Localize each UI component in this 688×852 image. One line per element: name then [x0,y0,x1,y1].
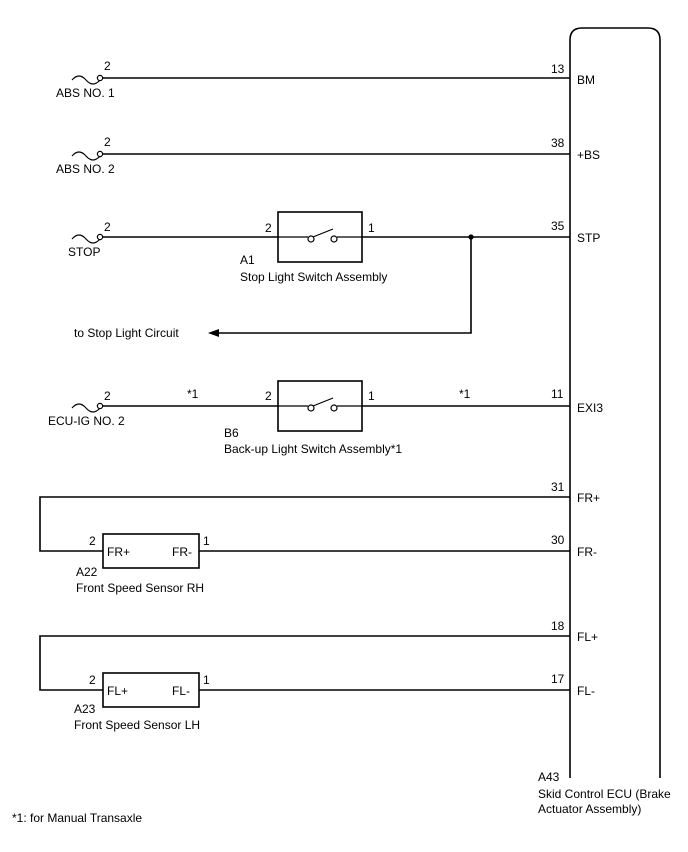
sensor-minus-terminal: FL- [172,684,190,698]
switch-contact-icon [330,404,338,412]
circuit-fr: FR+ FR- 2 1 A22 Front Speed Sensor RH 31… [39,480,600,595]
wire-fr-plus [39,496,570,552]
ecu-terminal-label: FL+ [577,630,598,644]
sensor-name: Front Speed Sensor RH [76,581,204,595]
ecu-terminal-label: STP [577,231,600,245]
switch-name: Back-up Light Switch Assembly*1 [224,442,402,456]
branch-wire [216,237,472,334]
switch-code: B6 [224,426,239,440]
ecu-pin-number: 17 [551,672,565,686]
sensor-code: A22 [76,565,98,579]
switch-pin-out: 1 [368,221,375,235]
ecu-terminal-label: FR+ [577,491,600,505]
ecu-terminal-label: FL- [577,684,595,698]
ecu-code: A43 [538,770,560,784]
ecu-terminal-label: BM [577,73,595,87]
ecu-pin-number: 11 [551,387,564,401]
sensor-code: A23 [74,702,96,716]
switch-contact-icon [330,235,338,243]
sensor-minus-terminal: FR- [172,545,192,559]
ecu-name-line2: Actuator Assembly) [538,802,641,816]
fuse-name: ABS NO. 1 [56,86,115,100]
ecu-pin-number: 13 [551,62,565,76]
circuit-exi3: 2 ECU-IG NO. 2 *1 *1 2 1 B6 Back-up Ligh… [48,380,603,456]
sensor-plus-terminal: FL+ [107,684,128,698]
fuse-pin-label: 2 [104,220,111,234]
ecu-pin-number: 38 [551,136,565,150]
fuse-icon [71,151,101,161]
switch-contact-icon [307,404,315,412]
fuse-name: ABS NO. 2 [56,162,115,176]
arrow-left-icon [208,329,219,337]
ecu-pin-number: 18 [551,619,565,633]
ecu-terminal-label: EXI3 [577,401,603,415]
speed-sensor-lh-box [102,672,200,708]
switch-pin-in: 2 [265,221,272,235]
wire-note: *1 [459,387,471,401]
circuit-bm: 2 ABS NO. 1 13 BM [56,59,595,100]
ecu-name-line1: Skid Control ECU (Brake [538,787,671,801]
fuse-pin-label: 2 [104,59,111,73]
sensor-pin-minus: 1 [203,673,210,687]
fuse-terminal-icon [96,74,104,82]
ecu-pin-number: 30 [551,533,565,547]
fuse-pin-label: 2 [104,135,111,149]
ecu-terminal-label: +BS [577,148,600,162]
fuse-terminal-icon [96,233,104,241]
wire-note: *1 [187,387,199,401]
switch-contact-icon [307,235,315,243]
sensor-name: Front Speed Sensor LH [74,718,200,732]
footnote: *1: for Manual Transaxle [12,811,142,825]
sensor-pin-minus: 1 [203,534,210,548]
switch-name: Stop Light Switch Assembly [240,270,387,284]
fuse-icon [71,75,101,85]
fuse-icon [71,403,101,413]
ecu-terminal-label: FR- [577,545,597,559]
ecu-body [569,27,661,778]
fuse-name: ECU-IG NO. 2 [48,414,125,428]
switch-pin-out: 1 [368,389,375,403]
fuse-terminal-icon [96,150,104,158]
fuse-pin-label: 2 [104,389,111,403]
fuse-terminal-icon [96,402,104,410]
wire-fl-plus [39,635,570,691]
circuit-fl: FL+ FL- 2 1 A23 Front Speed Sensor LH 18… [39,619,598,732]
ecu-pin-number: 35 [551,219,565,233]
circuit-bs: 2 ABS NO. 2 38 +BS [56,135,600,176]
ecu-pin-number: 31 [551,480,565,494]
sensor-pin-plus: 2 [89,534,96,548]
switch-blade-icon [312,397,334,407]
switch-code: A1 [240,253,255,267]
switch-blade-icon [312,228,334,238]
fuse-icon [71,234,101,244]
branch-label: to Stop Light Circuit [74,326,179,340]
sensor-plus-terminal: FR+ [107,545,130,559]
fuse-name: STOP [68,245,100,259]
circuit-stp: 2 STOP 2 1 A1 Stop Light Switch Assembly… [68,211,600,340]
sensor-pin-plus: 2 [89,673,96,687]
switch-pin-in: 2 [265,389,272,403]
